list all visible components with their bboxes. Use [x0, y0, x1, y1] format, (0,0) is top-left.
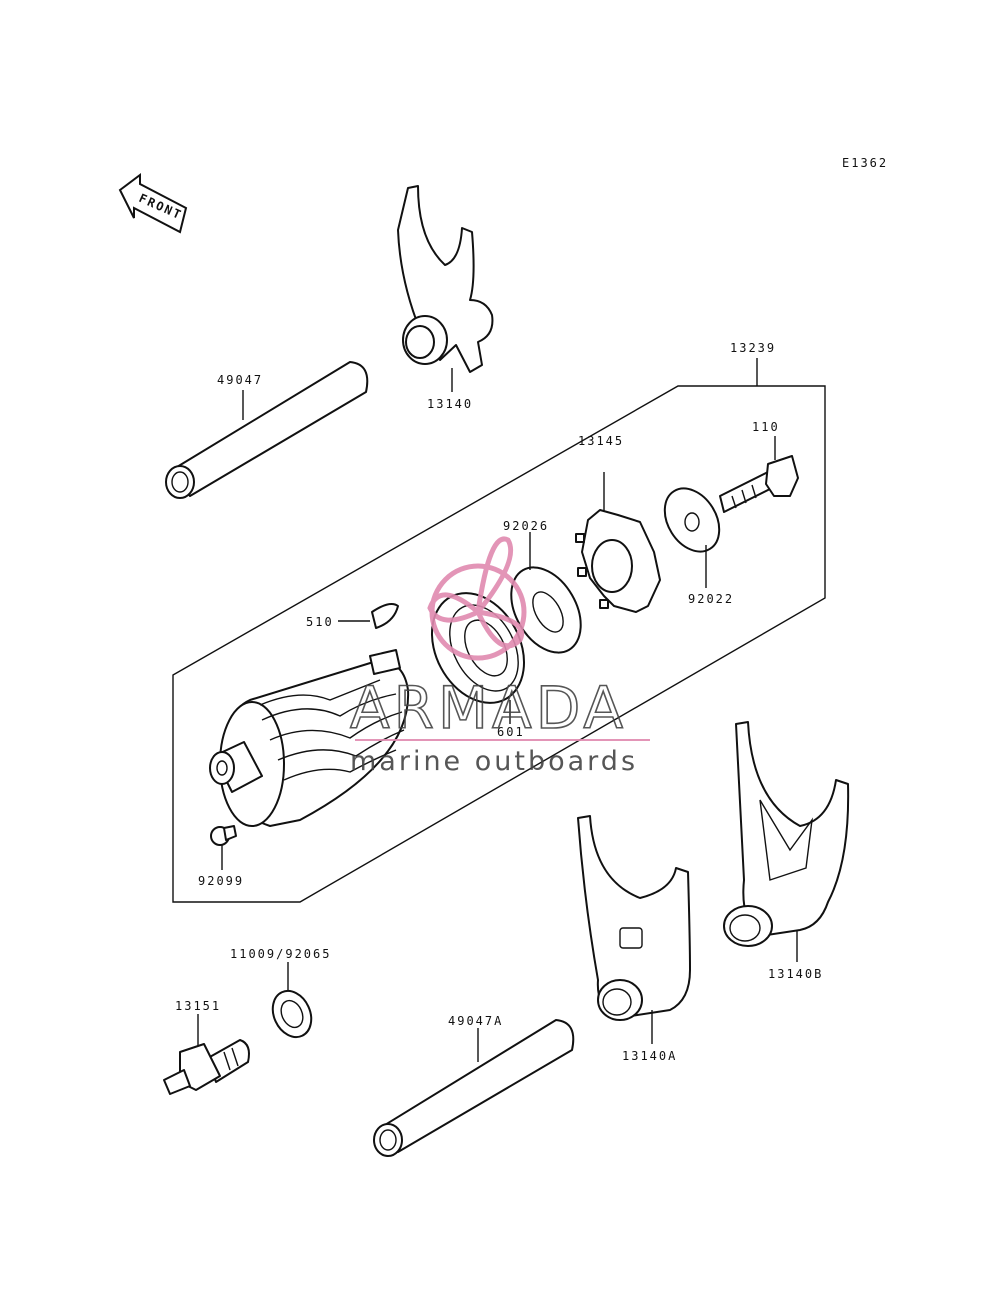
label-92026: 92026: [503, 519, 549, 533]
label-13239: 13239: [730, 341, 776, 355]
shift-fork-13140A: [577, 815, 691, 1021]
label-13140A: 13140A: [622, 1049, 677, 1063]
shift-fork-13140: [397, 185, 494, 373]
shift-rod-49047A: [373, 1019, 575, 1157]
label-13140B: 13140B: [768, 967, 823, 981]
front-arrow-icon: FRONT: [118, 173, 188, 234]
label-11009-92065: 11009/92065: [230, 947, 331, 961]
label-13151: 13151: [175, 999, 221, 1013]
label-510: 510: [306, 615, 334, 629]
label-49047A: 49047A: [448, 1014, 503, 1028]
label-13140: 13140: [427, 397, 473, 411]
assembly-outline: [172, 385, 826, 903]
key-510: [371, 603, 399, 629]
screw-92099: [210, 825, 237, 846]
shift-fork-13140B: [723, 721, 850, 947]
armada-logo: ARMADA marine outboards: [349, 536, 650, 777]
gasket-11009-92065: [271, 989, 313, 1039]
label-13145: 13145: [578, 434, 624, 448]
label-92099: 92099: [198, 874, 244, 888]
label-601: 601: [497, 725, 525, 739]
label-49047: 49047: [217, 373, 263, 387]
bolt-110: [719, 455, 799, 513]
label-110: 110: [752, 420, 780, 434]
washer-92022: [663, 487, 721, 553]
watermark-title: ARMADA: [350, 674, 627, 742]
reference-code: E1362: [842, 156, 888, 170]
neutral-switch-13151: [163, 1039, 250, 1095]
pin-plate-13145: [575, 509, 661, 613]
washer-92026: [510, 566, 582, 654]
shift-drum: [209, 649, 410, 827]
watermark-subtitle: marine outboards: [350, 746, 638, 777]
shift-rod-49047: [165, 361, 369, 499]
label-92022: 92022: [688, 592, 734, 606]
